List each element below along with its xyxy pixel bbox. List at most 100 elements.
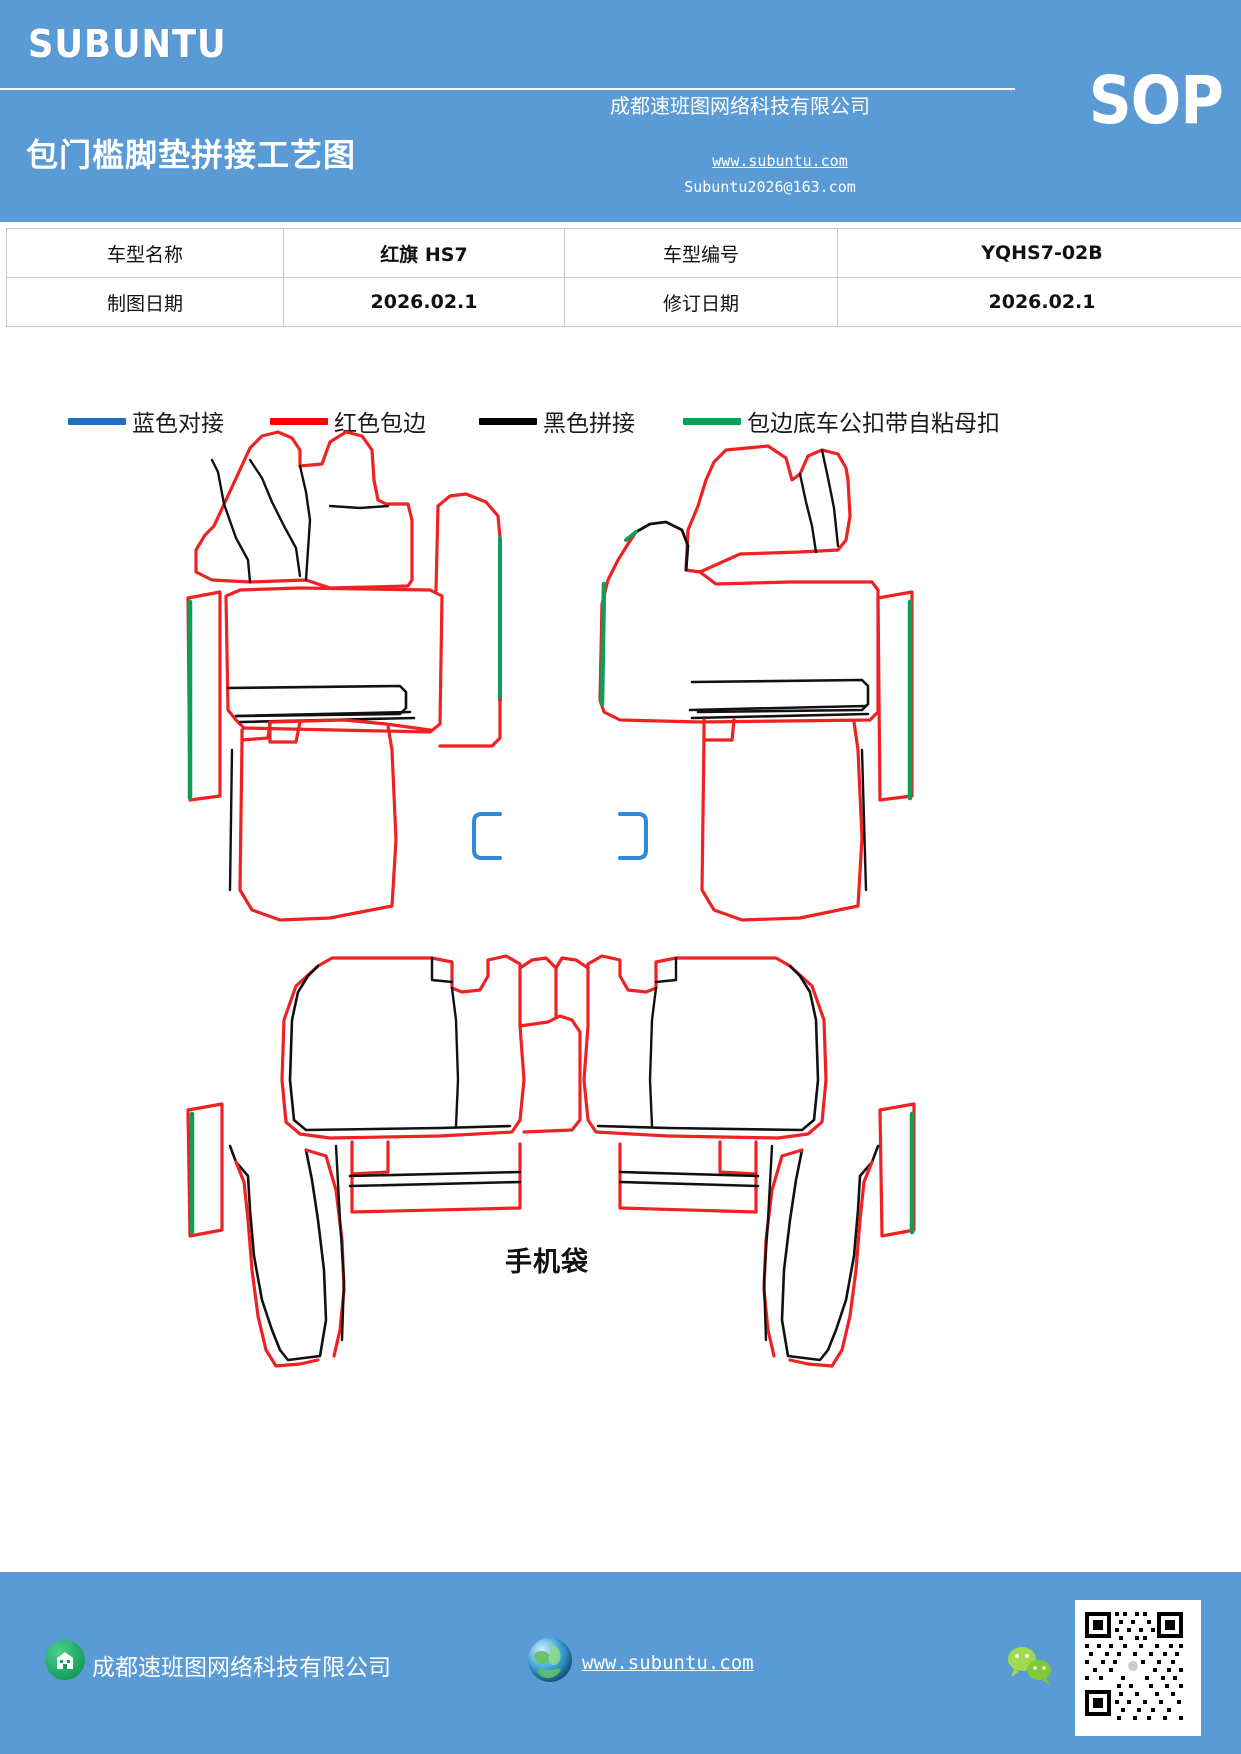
splice-line bbox=[298, 464, 312, 582]
mat-front-right-main bbox=[598, 530, 880, 724]
splice-band bbox=[226, 684, 408, 718]
mat-rear-left-lower-left bbox=[234, 1160, 320, 1368]
mat-rear-right-upper bbox=[582, 954, 828, 1140]
company-house-icon bbox=[45, 1640, 85, 1680]
mat-front-right-lower bbox=[700, 720, 864, 922]
floor-mat-diagram bbox=[186, 430, 916, 1368]
globe-icon bbox=[528, 1638, 572, 1682]
splice-line bbox=[762, 1144, 774, 1342]
splice-line bbox=[634, 520, 690, 572]
mat-front-left-sill bbox=[186, 590, 222, 802]
mat-rear-left-sill bbox=[186, 1102, 224, 1238]
splice-line bbox=[820, 448, 840, 548]
splice-line bbox=[596, 964, 820, 1132]
legend-swatch-green-icon bbox=[683, 417, 741, 425]
hook-strip-green bbox=[599, 581, 607, 707]
mat-rear-right-strip bbox=[618, 1142, 758, 1214]
header-divider bbox=[0, 88, 1015, 90]
splice-band bbox=[690, 712, 870, 720]
mat-front-left-riser-bottom bbox=[438, 698, 502, 748]
splice-line bbox=[288, 964, 512, 1132]
mat-rear-left-flap bbox=[518, 1014, 582, 1134]
house-glyph bbox=[57, 1652, 73, 1669]
qr-code[interactable] bbox=[1075, 1600, 1201, 1736]
splice-band bbox=[234, 710, 412, 718]
splice-line bbox=[654, 956, 678, 984]
doc-type-badge: SOP bbox=[1088, 62, 1224, 139]
vehicle-info-table: 车型名称 红旗 HS7 车型编号 YQHS7-02B 制图日期 2026.02.… bbox=[6, 228, 1241, 327]
legend-item-blue: 蓝色对接 bbox=[68, 404, 224, 438]
splice-line bbox=[228, 748, 234, 892]
splice-line bbox=[780, 1144, 880, 1362]
phone-pocket-label: 手机袋 bbox=[505, 1247, 589, 1278]
table-row: 制图日期 2026.02.1 修订日期 2026.02.1 bbox=[6, 277, 1241, 327]
splice-line bbox=[248, 458, 302, 578]
table-row: 车型名称 红旗 HS7 车型编号 YQHS7-02B bbox=[6, 228, 1241, 278]
wechat-glyph bbox=[1008, 1647, 1051, 1685]
legend-item-green: 包边底车公扣带自粘母扣 bbox=[683, 404, 1000, 438]
legend-label-blue: 蓝色对接 bbox=[132, 411, 224, 437]
cell-draw-date-label: 制图日期 bbox=[6, 277, 284, 327]
splice-line bbox=[860, 748, 868, 892]
mat-front-left-riser-top bbox=[436, 492, 502, 540]
brand-logo: SUBUNTU bbox=[28, 22, 227, 66]
technical-drawing: 手机袋 bbox=[0, 420, 1241, 1420]
header-company-name: 成都速班图网络科技有限公司 bbox=[610, 94, 870, 118]
cell-revise-date-value: 2026.02.1 bbox=[837, 277, 1241, 327]
mat-notch bbox=[350, 1140, 390, 1176]
mat-front-right-upper bbox=[684, 444, 852, 574]
legend-swatch-black-icon bbox=[479, 417, 537, 425]
legend-label-black: 黑色拼接 bbox=[543, 411, 635, 437]
cell-model-code-value: YQHS7-02B bbox=[837, 228, 1241, 278]
mat-rear-right-lower-right bbox=[788, 1160, 874, 1368]
page-title: 包门槛脚垫拼接工艺图 bbox=[26, 136, 357, 174]
legend: 蓝色对接 红色包边 黑色拼接 包边底车公扣带自粘母扣 bbox=[0, 398, 1241, 448]
splice-band bbox=[618, 1170, 760, 1178]
splice-band bbox=[690, 678, 870, 714]
splice-line bbox=[328, 504, 390, 510]
mat-rear-left-tab bbox=[518, 956, 558, 1018]
mat-front-left-riser-left bbox=[434, 504, 440, 592]
mat-rear-left-strip bbox=[350, 1142, 522, 1214]
footer-website-link[interactable]: www.subuntu.com bbox=[582, 1652, 754, 1674]
splice-line bbox=[430, 956, 454, 984]
phone-pocket-bracket-right bbox=[618, 812, 648, 860]
mat-notch bbox=[718, 1140, 758, 1176]
footer-company-name: 成都速班图网络科技有限公司 bbox=[92, 1655, 391, 1681]
splice-band bbox=[688, 704, 868, 712]
legend-swatch-red-icon bbox=[270, 417, 328, 425]
cell-model-name-label: 车型名称 bbox=[6, 228, 284, 278]
header-website-link[interactable]: www.subuntu.com bbox=[712, 152, 848, 170]
splice-line bbox=[228, 1144, 328, 1362]
mat-front-right-sill bbox=[876, 590, 914, 802]
splice-line bbox=[334, 1144, 346, 1342]
mat-rear-right-sill bbox=[878, 1102, 916, 1238]
mat-front-left-main-top bbox=[224, 586, 444, 734]
mat-front-left-upper bbox=[194, 430, 414, 590]
mat-rear-left-upper bbox=[280, 954, 526, 1140]
splice-line bbox=[210, 458, 252, 584]
cell-revise-date-label: 修订日期 bbox=[564, 277, 838, 327]
page-footer: 成都速班图网络科技有限公司 www.subuntu.com bbox=[0, 1572, 1241, 1754]
mat-notch bbox=[268, 720, 302, 744]
mat-notch bbox=[702, 718, 736, 742]
globe-glyph bbox=[534, 1644, 561, 1678]
legend-label-green: 包边底车公扣带自粘母扣 bbox=[747, 411, 1000, 437]
mat-front-left-lower bbox=[238, 724, 398, 922]
cell-model-name-value: 红旗 HS7 bbox=[283, 228, 565, 278]
mat-rear-right-tab bbox=[554, 956, 590, 970]
legend-swatch-blue-icon bbox=[68, 417, 126, 425]
header-email[interactable]: Subuntu2026@163.com bbox=[684, 178, 856, 196]
qr-code-glyph bbox=[1079, 1604, 1189, 1724]
splice-band bbox=[348, 1180, 522, 1188]
splice-line bbox=[450, 986, 460, 1128]
splice-band bbox=[618, 1180, 760, 1188]
legend-item-black: 黑色拼接 bbox=[479, 404, 635, 438]
cell-model-code-label: 车型编号 bbox=[564, 228, 838, 278]
cell-draw-date-value: 2026.02.1 bbox=[283, 277, 565, 327]
splice-line bbox=[648, 986, 658, 1128]
phone-pocket-bracket-left bbox=[472, 812, 502, 860]
wechat-icon bbox=[1002, 1644, 1058, 1686]
splice-band bbox=[348, 1170, 522, 1178]
page-header: SUBUNTU 成都速班图网络科技有限公司 包门槛脚垫拼接工艺图 SOP www… bbox=[0, 0, 1241, 222]
